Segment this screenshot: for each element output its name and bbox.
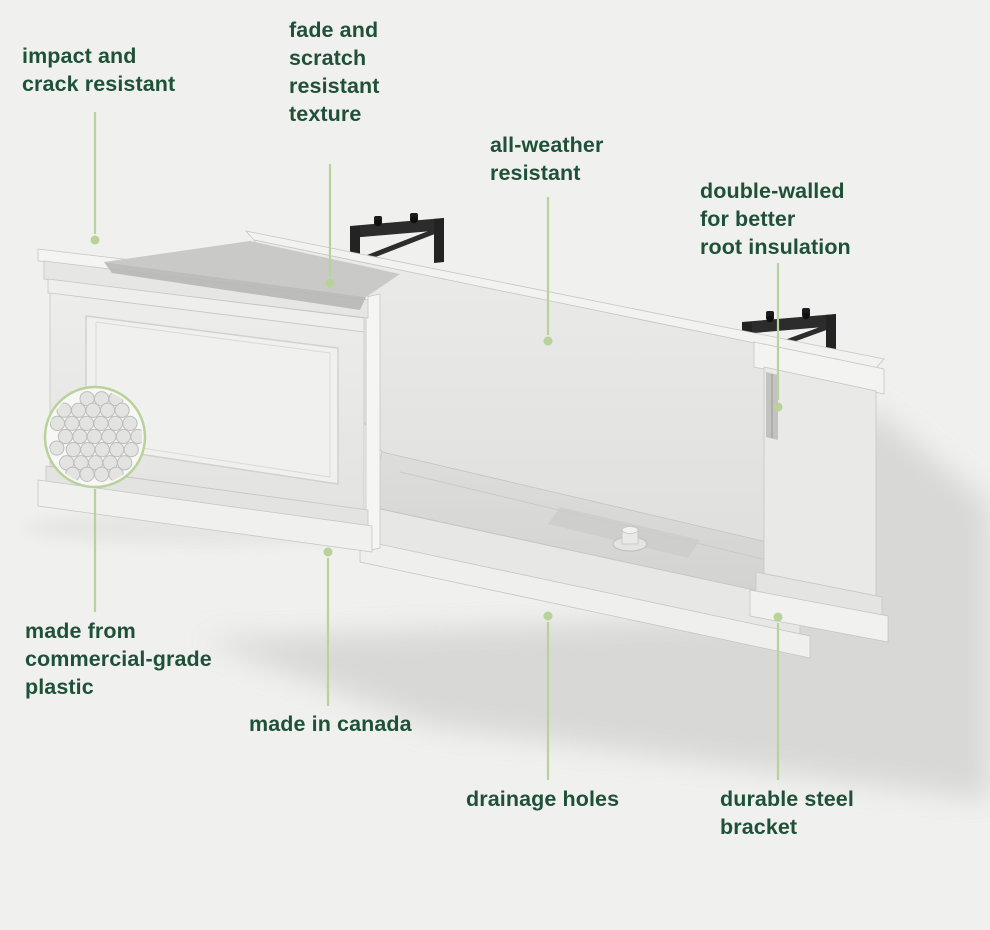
drain-fitting xyxy=(612,526,648,552)
leader-dot-weather xyxy=(543,336,553,346)
leader-dot-fade xyxy=(325,278,335,288)
leader-dot-impact xyxy=(90,235,100,245)
callout-label-drainage-holes: drainage holes xyxy=(466,787,620,811)
planter-body xyxy=(37,230,889,659)
callout-label-all-weather-resistant: all-weather resistant xyxy=(490,133,604,185)
plastic-detail-inset xyxy=(43,385,147,489)
leader-dot-drainage xyxy=(543,611,553,621)
callout-label-made-in-canada: made in canada xyxy=(249,712,412,736)
callout-label-fade-scratch-resistant: fade and scratch resistant texture xyxy=(289,18,380,126)
callout-label-impact-crack-resistant: impact and crack resistant xyxy=(22,44,176,96)
leader-lines xyxy=(90,112,783,780)
leader-dot-double-walled xyxy=(773,402,783,412)
steel-bracket-left-icon xyxy=(350,213,444,271)
callout-label-commercial-grade-plastic: made from commercial-grade plastic xyxy=(25,619,212,699)
callout-label-double-walled: double-walled for better root insulation xyxy=(700,179,851,259)
leader-dot-steel xyxy=(773,612,783,622)
leader-dot-canada xyxy=(323,547,333,557)
planter-right-end xyxy=(749,341,889,643)
callout-label-durable-steel-bracket: durable steel bracket xyxy=(720,787,854,839)
